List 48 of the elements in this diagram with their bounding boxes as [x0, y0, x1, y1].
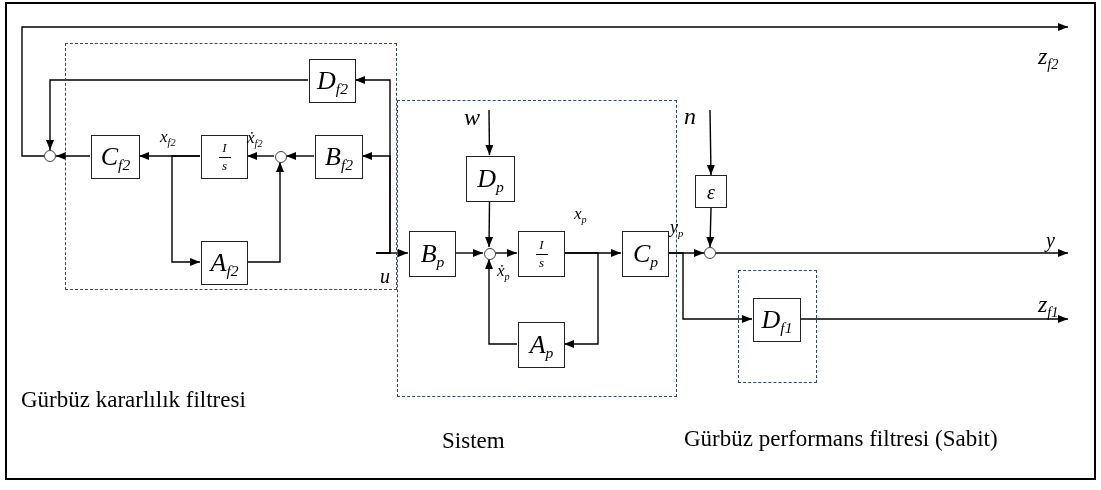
gain-block [201, 241, 248, 285]
signal-arrow [46, 79, 309, 151]
signal-arrow [171, 155, 201, 266]
signal-arrow [715, 249, 1069, 257]
signal-arrow [485, 200, 494, 248]
signal-arrow [667, 252, 753, 323]
group-caption: Sistem [442, 428, 505, 454]
integrator-block [518, 231, 565, 277]
signal-arrow [375, 249, 409, 257]
integrator-block [201, 135, 248, 179]
fraction-denominator: s [538, 255, 545, 270]
fraction-numerator: I [539, 238, 544, 253]
signal-arrow [485, 258, 518, 345]
gain-block [753, 298, 801, 342]
summing-junction [275, 151, 287, 163]
signal-arrow [21, 23, 1069, 157]
signal-arrow [485, 109, 494, 156]
gain-block [91, 135, 140, 179]
group-caption: Gürbüz performans filtresi (Sabit) [684, 426, 998, 452]
gain-block [518, 322, 565, 368]
gain-block [315, 135, 363, 179]
signal-name: y [1046, 230, 1055, 250]
signal-arrow [706, 207, 715, 248]
signal-name: n [684, 104, 696, 128]
summing-junction [484, 248, 496, 260]
fraction-numerator: I [222, 141, 227, 156]
gain-block [466, 156, 515, 202]
block-label: ε [707, 181, 715, 202]
signal-arrow [799, 315, 1069, 323]
group-caption: Gürbüz kararlılık filtresi [21, 387, 246, 413]
signal-name: u [380, 266, 390, 286]
summing-junction [704, 247, 716, 259]
signal-arrow [494, 249, 518, 257]
signal-arrow [246, 161, 284, 263]
signal-arrow [55, 152, 91, 160]
gain-block [409, 231, 456, 277]
gain-block [622, 231, 669, 277]
signal-arrow [246, 152, 275, 160]
summing-junction [44, 150, 56, 162]
signal-arrow [563, 252, 599, 348]
gain-block [309, 59, 356, 103]
signal-arrow [285, 152, 315, 160]
signal-arrow [354, 76, 391, 254]
signal-arrow [706, 109, 715, 176]
fraction-denominator: s [221, 158, 228, 173]
signal-name: w [464, 105, 480, 129]
gain-block [695, 175, 727, 208]
signal-arrow [454, 249, 484, 257]
